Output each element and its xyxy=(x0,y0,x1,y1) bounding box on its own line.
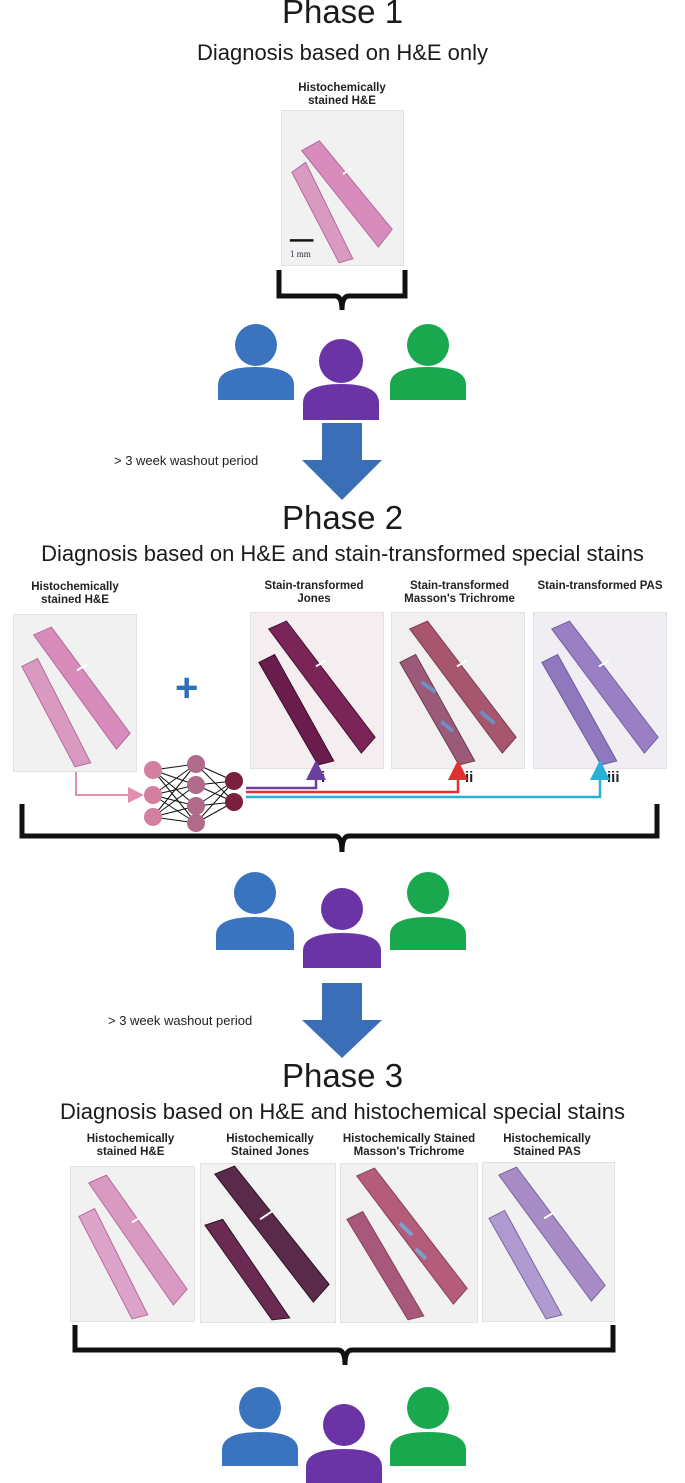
arrow-to-masson xyxy=(246,760,468,794)
phase3-jones-tissue-image xyxy=(204,1165,330,1321)
stain-transformed-masson-slide xyxy=(391,612,525,769)
washout-label-1: > 3 week washout period xyxy=(114,453,259,468)
phase1-title: Phase 1 xyxy=(281,0,404,30)
scale-bar-label: 1 mm xyxy=(290,249,311,259)
phase3-masson-slide xyxy=(340,1163,478,1323)
arrow-to-jones xyxy=(246,760,326,790)
phase1-he-slide: 1 mm xyxy=(281,110,404,266)
output-caption-jones: Stain-transformed Jones xyxy=(264,580,364,605)
arrow-to-pas xyxy=(246,760,610,799)
phase3-caption-pas: Histochemically Stained PAS xyxy=(503,1133,591,1158)
phase3-title: Phase 3 xyxy=(281,1057,404,1094)
phase1-reader-blue-icon xyxy=(218,324,294,400)
jones-tissue-image xyxy=(258,620,376,766)
marker-ii: ii xyxy=(465,769,474,786)
phase3-caption-jones: Histochemically Stained Jones xyxy=(226,1133,314,1158)
phase3-bracket xyxy=(72,1325,616,1366)
phase3-jones-slide xyxy=(200,1163,336,1323)
phase2-he-tissue-image xyxy=(21,626,131,768)
plus-sign: + xyxy=(175,666,199,710)
stain-transformed-jones-slide xyxy=(250,612,384,769)
phase2-reader-purple-icon xyxy=(303,888,381,968)
phase1-reader-green-icon xyxy=(390,324,466,400)
stain-transformed-pas-slide xyxy=(533,612,667,769)
masson-tissue-image xyxy=(399,620,517,766)
phase3-he-slide xyxy=(70,1166,195,1322)
phase3-pas-slide xyxy=(482,1162,615,1322)
marker-iii: iii xyxy=(607,769,620,786)
phase3-he-tissue-image xyxy=(78,1174,188,1320)
output-caption-masson: Stain-transformed Masson's Trichrome xyxy=(404,580,515,605)
phase2-reader-green-icon xyxy=(390,872,466,950)
phase3-reader-blue-icon xyxy=(222,1387,298,1466)
phase1-reader-purple-icon xyxy=(303,339,379,420)
phase2-subtitle: Diagnosis based on H&E and stain-transfo… xyxy=(41,541,644,566)
phase2-input-caption: Histochemically stained H&E xyxy=(31,581,119,606)
phase1-tissue-image xyxy=(289,140,393,264)
washout-label-2: > 3 week washout period xyxy=(108,1013,253,1028)
phase2-bracket xyxy=(19,804,660,853)
phase3-reader-green-icon xyxy=(390,1387,466,1466)
phase1-slide-caption: Histochemically stained H&E xyxy=(298,82,386,107)
pas-tissue-image xyxy=(541,620,659,766)
phase3-caption-masson: Histochemically Stained Masson's Trichro… xyxy=(342,1133,476,1158)
phase3-subtitle: Diagnosis based on H&E and histochemical… xyxy=(60,1099,625,1124)
phase3-reader-purple-icon xyxy=(306,1404,382,1483)
phase1-subtitle: Diagnosis based on H&E only xyxy=(196,40,489,65)
phase1-bracket xyxy=(276,270,408,311)
washout-arrow-2-icon xyxy=(302,983,382,1058)
phase2-he-slide xyxy=(13,614,137,772)
phase3-pas-tissue-image xyxy=(488,1166,606,1320)
washout-arrow-1-icon xyxy=(302,423,382,500)
phase2-reader-blue-icon xyxy=(216,872,294,950)
phase3-caption-he: Histochemically stained H&E xyxy=(86,1133,175,1158)
neural-network-icon xyxy=(144,755,243,832)
phase2-title: Phase 2 xyxy=(281,499,404,536)
output-caption-pas: Stain-transformed PAS xyxy=(537,580,663,592)
he-to-network-arrow xyxy=(75,772,144,803)
phase3-masson-tissue-image xyxy=(346,1167,468,1321)
